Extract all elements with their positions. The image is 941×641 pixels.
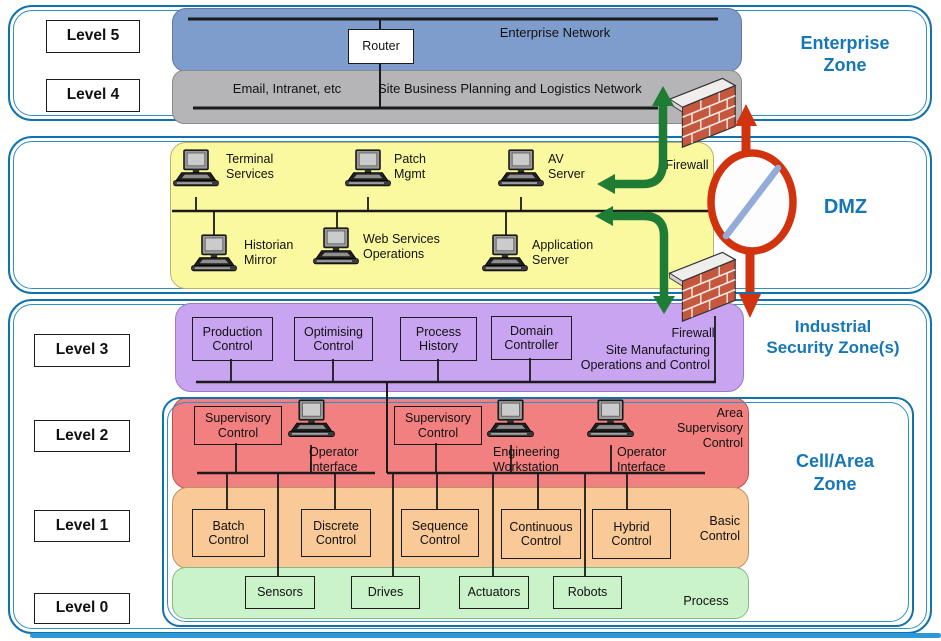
level-4-label: Level 4 <box>46 79 140 112</box>
operator-interface-label-1: Operator Interface <box>309 445 359 474</box>
actuators-box: Actuators <box>459 576 529 609</box>
site-manufacturing-label: Site Manufacturing Operations and Contro… <box>580 343 710 372</box>
web-services-label: Web Services Operations <box>363 232 440 261</box>
level-2-label: Level 2 <box>34 420 130 452</box>
firewall-label-bottom: Firewall <box>671 326 715 340</box>
supervisory-control-box-1: Supervisory Control <box>194 406 282 445</box>
production-control-box: Production Control <box>192 317 273 361</box>
enterprise-zone-label: Enterprise Zone <box>800 33 890 75</box>
hybrid-control-box: Hybrid Control <box>592 509 671 559</box>
basic-control-label: Basic Control <box>699 514 740 543</box>
supervisory-control-box-2: Supervisory Control <box>394 406 482 445</box>
dmz-zone-label: DMZ <box>823 196 868 218</box>
level1-band <box>172 487 749 569</box>
application-server-label: Application Server <box>532 238 594 267</box>
green-arrow-enterprise-dmz <box>597 86 674 194</box>
drives-box: Drives <box>351 576 420 609</box>
batch-control-box: Batch Control <box>192 509 265 557</box>
router-box: Router <box>348 29 414 64</box>
red-arrow-blocked-bottom <box>739 246 761 318</box>
cell-area-zone-container <box>162 397 914 627</box>
level-5-label: Level 5 <box>46 20 140 53</box>
patch-mgmt-label: Patch Mgmt <box>394 152 426 181</box>
process-label: Process <box>683 594 729 608</box>
sequence-control-box: Sequence Control <box>401 509 479 557</box>
firewall-label-top: Firewall <box>665 158 709 172</box>
historian-mirror-label: Historian Mirror <box>244 238 294 267</box>
level-1-label: Level 1 <box>34 510 130 542</box>
bottom-border-line <box>30 633 941 638</box>
sensors-box: Sensors <box>245 576 315 609</box>
blocked-circle-icon <box>707 149 797 255</box>
continuous-control-box: Continuous Control <box>501 509 581 559</box>
robots-box: Robots <box>553 576 622 609</box>
enterprise-network-label: Enterprise Network <box>499 25 611 40</box>
cell-area-zone-label: Cell/Area Zone <box>795 451 875 494</box>
site-business-label: Site Business Planning and Logistics Net… <box>378 81 642 96</box>
discrete-control-box: Discrete Control <box>301 509 371 557</box>
process-history-box: Process History <box>400 317 477 361</box>
industrial-zone-label: Industrial Security Zone(s) <box>766 317 900 357</box>
green-arrow-dmz-industrial <box>595 206 675 314</box>
email-intranet-label: Email, Intranet, etc <box>232 81 342 96</box>
engineering-workstation-label: Engineering Workstation <box>493 445 560 474</box>
domain-controller-box: Domain Controller <box>491 316 572 360</box>
terminal-services-label: Terminal Services <box>226 152 274 181</box>
level-0-label: Level 0 <box>34 593 130 624</box>
level-3-label: Level 3 <box>34 334 130 367</box>
av-server-label: AV Server <box>548 152 585 181</box>
logistics-network-band <box>172 70 742 124</box>
area-supervisory-control-label: Area Supervisory Control <box>677 406 743 450</box>
optimising-control-box: Optimising Control <box>294 317 373 361</box>
operator-interface-label-2: Operator Interface <box>617 445 667 474</box>
level0-band <box>172 567 749 619</box>
